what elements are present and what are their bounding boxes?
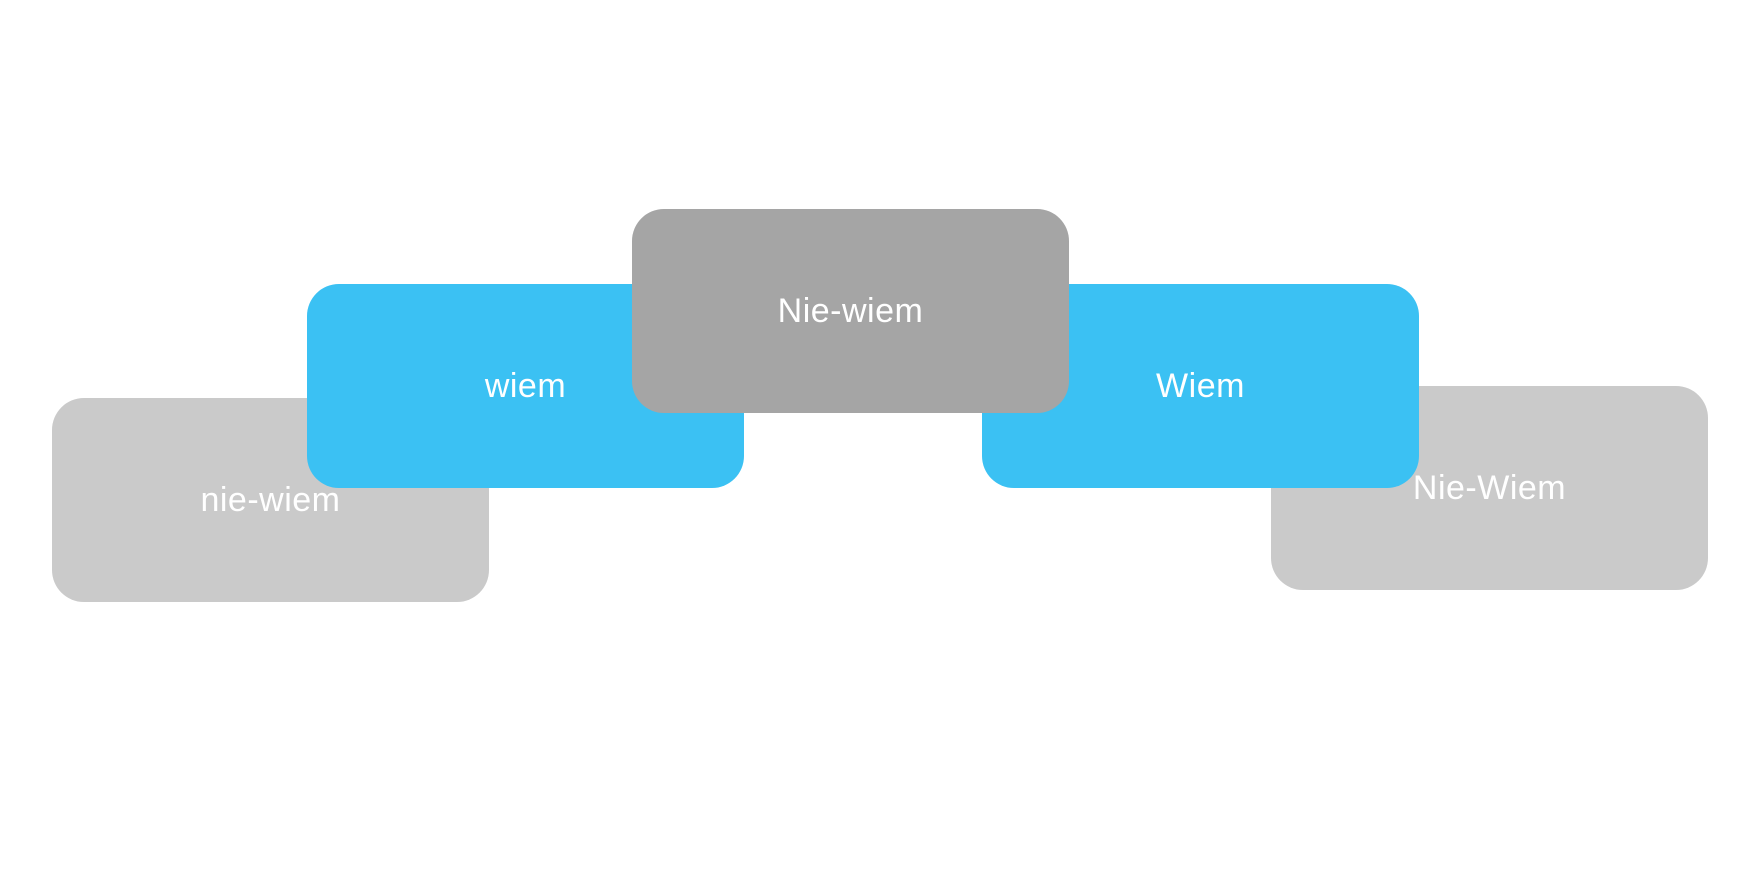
- card-label: wiem: [484, 366, 567, 405]
- carousel-card-center-active[interactable]: Nie-wiem: [632, 209, 1069, 413]
- card-label: Nie-Wiem: [1412, 468, 1567, 507]
- card-label: nie-wiem: [200, 480, 341, 519]
- card-label: Nie-wiem: [777, 291, 924, 330]
- card-label: Wiem: [1156, 366, 1245, 405]
